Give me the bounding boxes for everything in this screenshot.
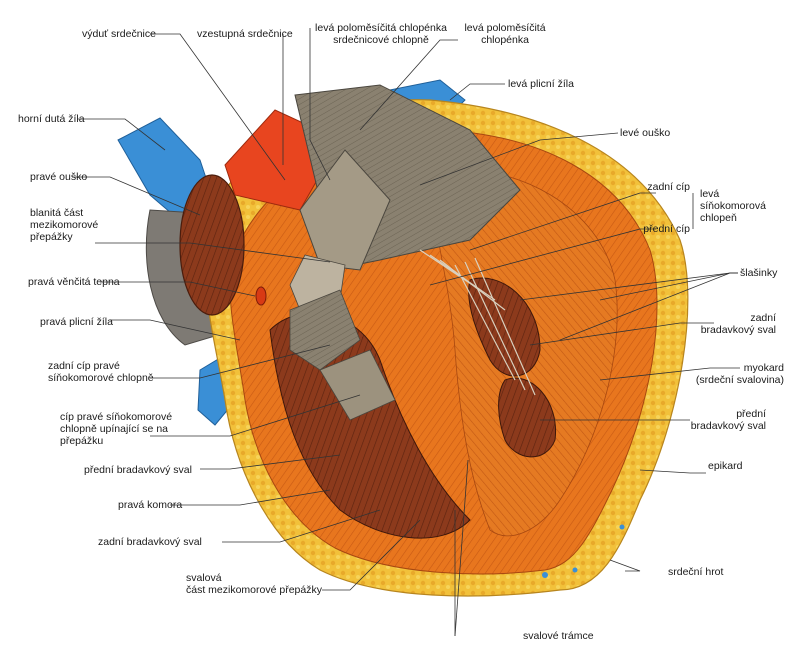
label-muscular-septum: svalová část mezikomorové přepážky — [186, 572, 322, 596]
label-trabeculae: svalové trámce — [523, 630, 594, 642]
label-myocardium-line2: (srdeční svalovina) — [695, 374, 784, 386]
label-myocardium: myokard (srdeční svalovina) — [660, 362, 784, 386]
label-mitral-valve-line3: chlopeň — [700, 212, 737, 224]
label-left-pulmonary-vein: levá plicní žíla — [508, 78, 574, 90]
label-left-semilunar-cusp: levá poloměsíčitá chlopénka — [450, 22, 560, 46]
posterior-papillary-muscle-left — [468, 277, 541, 377]
label-superior-vena-cava: horní dutá žíla — [18, 113, 85, 125]
right-auricle-shape — [179, 174, 245, 316]
aortic-root-shape — [299, 149, 391, 271]
anterior-papillary-muscle-left — [498, 377, 557, 458]
label-muscular-septum-line2: část mezikomorové přepážky — [186, 584, 322, 596]
label-right-pulmonary-vein: pravá plicní žíla — [40, 316, 113, 328]
label-ascending-aorta: vzestupná srdečnice — [197, 28, 293, 40]
label-mitral-valve: levá síňokomorová chlopeň — [700, 188, 766, 224]
label-left-auricle: levé ouško — [620, 127, 671, 139]
tricuspid-posterior-cusp-shape — [289, 289, 361, 371]
label-aortic-sinus: výduť srdečnice — [82, 28, 156, 40]
label-myocardium-line1: myokard — [743, 362, 784, 374]
label-septal-cusp: cíp pravé síňokomorové chlopně upínající… — [60, 411, 172, 447]
label-epicardium: epikard — [708, 460, 743, 472]
label-posterior-papillary-left: zadní bradavkový sval — [660, 312, 776, 336]
tricuspid-septal-cusp-shape — [319, 349, 396, 421]
label-membranous-septum-line2: mezikomorové — [30, 219, 99, 231]
label-membranous-septum-line3: přepážky — [30, 231, 73, 243]
label-left-semilunar-line2: chlopénka — [481, 34, 529, 46]
right-coronary-artery-dot — [255, 286, 267, 306]
label-aortic-valve-cusp: levá poloměsíčitá chlopénka srdečnicové … — [306, 22, 456, 46]
label-septal-cusp-line1: cíp pravé síňokomorové — [60, 411, 173, 423]
label-apex: srdeční hrot — [668, 566, 724, 578]
label-right-auricle: pravé ouško — [30, 171, 88, 183]
label-aortic-valve-line1: levá poloměsíčitá chlopénka — [315, 22, 447, 34]
label-right-ventricle: pravá komora — [118, 499, 183, 511]
label-membranous-septum-line1: blanitá část — [30, 207, 84, 219]
apex-vessel-dot-3 — [619, 524, 625, 530]
label-left-semilunar-line1: levá poloměsíčitá — [464, 22, 546, 34]
label-aortic-valve-line2: srdečnicové chlopně — [333, 34, 429, 46]
label-anterior-papillary-left-line2: bradavkový sval — [690, 420, 766, 432]
label-anterior-cusp: přední cíp — [643, 223, 690, 235]
label-anterior-papillary-right: přední bradavkový sval — [84, 464, 192, 476]
label-posterior-papillary-left-line1: zadní — [750, 312, 776, 324]
label-anterior-papillary-left-line1: přední — [736, 408, 766, 420]
label-tricuspid-posterior-line1: zadní cíp pravé — [48, 360, 120, 372]
label-mitral-valve-line1: levá — [700, 188, 720, 200]
label-chordae: šlašinky — [740, 267, 778, 279]
label-posterior-cusp: zadní cíp — [647, 181, 690, 193]
label-right-coronary-artery: pravá věnčitá tepna — [28, 276, 120, 288]
label-tricuspid-posterior-line2: síňokomorové chlopně — [48, 372, 154, 384]
label-septal-cusp-line3: přepážku — [60, 435, 104, 447]
label-septal-cusp-line2: chlopně upínající se na — [60, 423, 168, 435]
chordae-tendineae — [419, 249, 536, 396]
apex-vessel-dot-1 — [542, 572, 548, 578]
label-tricuspid-posterior-cusp: zadní cíp pravé síňokomorové chlopně — [48, 360, 154, 384]
label-anterior-papillary-left: přední bradavkový sval — [660, 408, 766, 432]
apex-vessel-dot-2 — [572, 567, 578, 573]
label-muscular-septum-line1: svalová — [186, 572, 222, 584]
label-membranous-septum: blanitá část mezikomorové přepážky — [30, 207, 98, 243]
label-posterior-papillary-left-line2: bradavkový sval — [700, 324, 776, 336]
leader-lines — [72, 28, 740, 637]
label-mitral-valve-line2: síňokomorová — [700, 200, 766, 212]
label-posterior-papillary-right: zadní bradavkový sval — [98, 536, 202, 548]
